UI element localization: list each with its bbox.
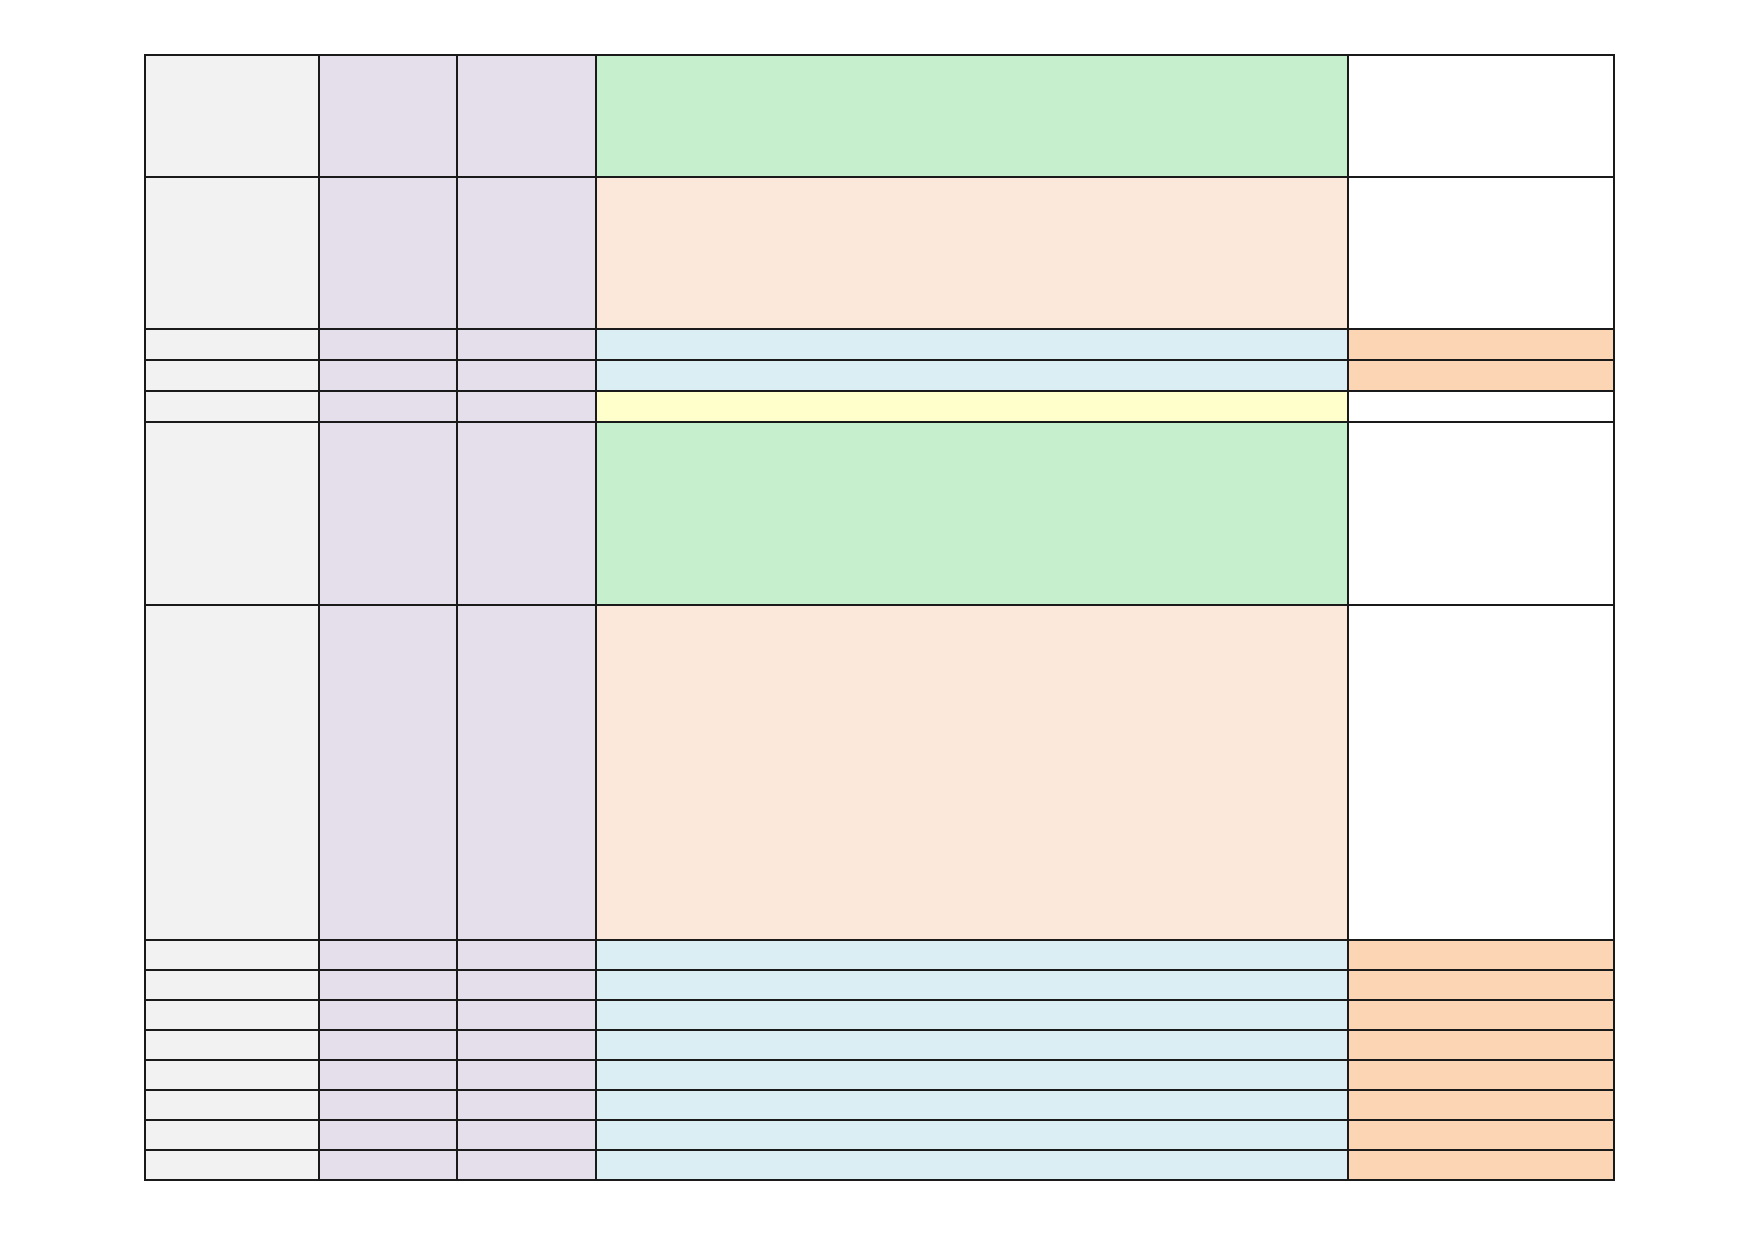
cell-col-c[interactable] xyxy=(456,359,597,392)
cell-col-c[interactable] xyxy=(456,939,597,971)
cell-col-e[interactable] xyxy=(1347,54,1615,178)
cell-col-d[interactable] xyxy=(595,604,1349,941)
cell-col-d[interactable] xyxy=(595,939,1349,971)
cell-col-b[interactable] xyxy=(318,1119,458,1151)
cell-col-a[interactable] xyxy=(144,328,320,361)
cell-col-e[interactable] xyxy=(1347,1119,1615,1151)
cell-col-e[interactable] xyxy=(1347,328,1615,361)
cell-col-a[interactable] xyxy=(144,969,320,1001)
cell-col-d[interactable] xyxy=(595,969,1349,1001)
cell-col-a[interactable] xyxy=(144,1149,320,1181)
cell-col-a[interactable] xyxy=(144,604,320,941)
cell-col-c[interactable] xyxy=(456,176,597,330)
cell-col-e[interactable] xyxy=(1347,176,1615,330)
table-row xyxy=(144,604,1615,941)
cell-col-a[interactable] xyxy=(144,390,320,423)
cell-col-d[interactable] xyxy=(595,1119,1349,1151)
cell-col-a[interactable] xyxy=(144,54,320,178)
cell-col-c[interactable] xyxy=(456,1119,597,1151)
cell-col-e[interactable] xyxy=(1347,1089,1615,1121)
cell-col-a[interactable] xyxy=(144,176,320,330)
cell-col-c[interactable] xyxy=(456,390,597,423)
cell-col-a[interactable] xyxy=(144,999,320,1031)
table-row xyxy=(144,1029,1615,1061)
cell-col-d[interactable] xyxy=(595,1059,1349,1091)
cell-col-e[interactable] xyxy=(1347,390,1615,423)
cell-col-a[interactable] xyxy=(144,939,320,971)
cell-col-e[interactable] xyxy=(1347,421,1615,606)
cell-col-b[interactable] xyxy=(318,1089,458,1121)
cell-col-b[interactable] xyxy=(318,54,458,178)
cell-col-e[interactable] xyxy=(1347,1059,1615,1091)
cell-col-e[interactable] xyxy=(1347,1029,1615,1061)
cell-col-d[interactable] xyxy=(595,328,1349,361)
cell-col-a[interactable] xyxy=(144,359,320,392)
table-row xyxy=(144,176,1615,330)
cell-col-a[interactable] xyxy=(144,1119,320,1151)
cell-col-a[interactable] xyxy=(144,421,320,606)
cell-col-c[interactable] xyxy=(456,1059,597,1091)
cell-col-e[interactable] xyxy=(1347,999,1615,1031)
cell-col-e[interactable] xyxy=(1347,359,1615,392)
cell-col-d[interactable] xyxy=(595,176,1349,330)
spreadsheet-grid xyxy=(144,54,1615,1181)
cell-col-b[interactable] xyxy=(318,1149,458,1181)
table-row xyxy=(144,54,1615,178)
table-row xyxy=(144,969,1615,1001)
cell-col-b[interactable] xyxy=(318,359,458,392)
table-row xyxy=(144,999,1615,1031)
cell-col-b[interactable] xyxy=(318,390,458,423)
cell-col-e[interactable] xyxy=(1347,969,1615,1001)
table-row xyxy=(144,1089,1615,1121)
cell-col-c[interactable] xyxy=(456,604,597,941)
cell-col-d[interactable] xyxy=(595,1149,1349,1181)
cell-col-c[interactable] xyxy=(456,999,597,1031)
grid-body xyxy=(144,54,1615,1181)
table-row xyxy=(144,328,1615,361)
cell-col-b[interactable] xyxy=(318,604,458,941)
cell-col-d[interactable] xyxy=(595,54,1349,178)
cell-col-c[interactable] xyxy=(456,1029,597,1061)
cell-col-e[interactable] xyxy=(1347,1149,1615,1181)
table-row xyxy=(144,1149,1615,1181)
cell-col-b[interactable] xyxy=(318,999,458,1031)
cell-col-d[interactable] xyxy=(595,390,1349,423)
table-row xyxy=(144,939,1615,971)
cell-col-e[interactable] xyxy=(1347,939,1615,971)
cell-col-b[interactable] xyxy=(318,969,458,1001)
cell-col-a[interactable] xyxy=(144,1029,320,1061)
cell-col-c[interactable] xyxy=(456,328,597,361)
cell-col-d[interactable] xyxy=(595,359,1349,392)
cell-col-c[interactable] xyxy=(456,969,597,1001)
cell-col-c[interactable] xyxy=(456,54,597,178)
cell-col-b[interactable] xyxy=(318,328,458,361)
cell-col-d[interactable] xyxy=(595,999,1349,1031)
cell-col-c[interactable] xyxy=(456,1149,597,1181)
cell-col-d[interactable] xyxy=(595,1089,1349,1121)
table-row xyxy=(144,1119,1615,1151)
table-row xyxy=(144,421,1615,606)
cell-col-d[interactable] xyxy=(595,421,1349,606)
cell-col-a[interactable] xyxy=(144,1089,320,1121)
cell-col-b[interactable] xyxy=(318,176,458,330)
table-row xyxy=(144,359,1615,392)
cell-col-b[interactable] xyxy=(318,1029,458,1061)
cell-col-b[interactable] xyxy=(318,939,458,971)
table-row xyxy=(144,1059,1615,1091)
cell-col-b[interactable] xyxy=(318,1059,458,1091)
cell-col-e[interactable] xyxy=(1347,604,1615,941)
cell-col-d[interactable] xyxy=(595,1029,1349,1061)
cell-col-a[interactable] xyxy=(144,1059,320,1091)
cell-col-c[interactable] xyxy=(456,1089,597,1121)
cell-col-c[interactable] xyxy=(456,421,597,606)
table-row xyxy=(144,390,1615,423)
cell-col-b[interactable] xyxy=(318,421,458,606)
